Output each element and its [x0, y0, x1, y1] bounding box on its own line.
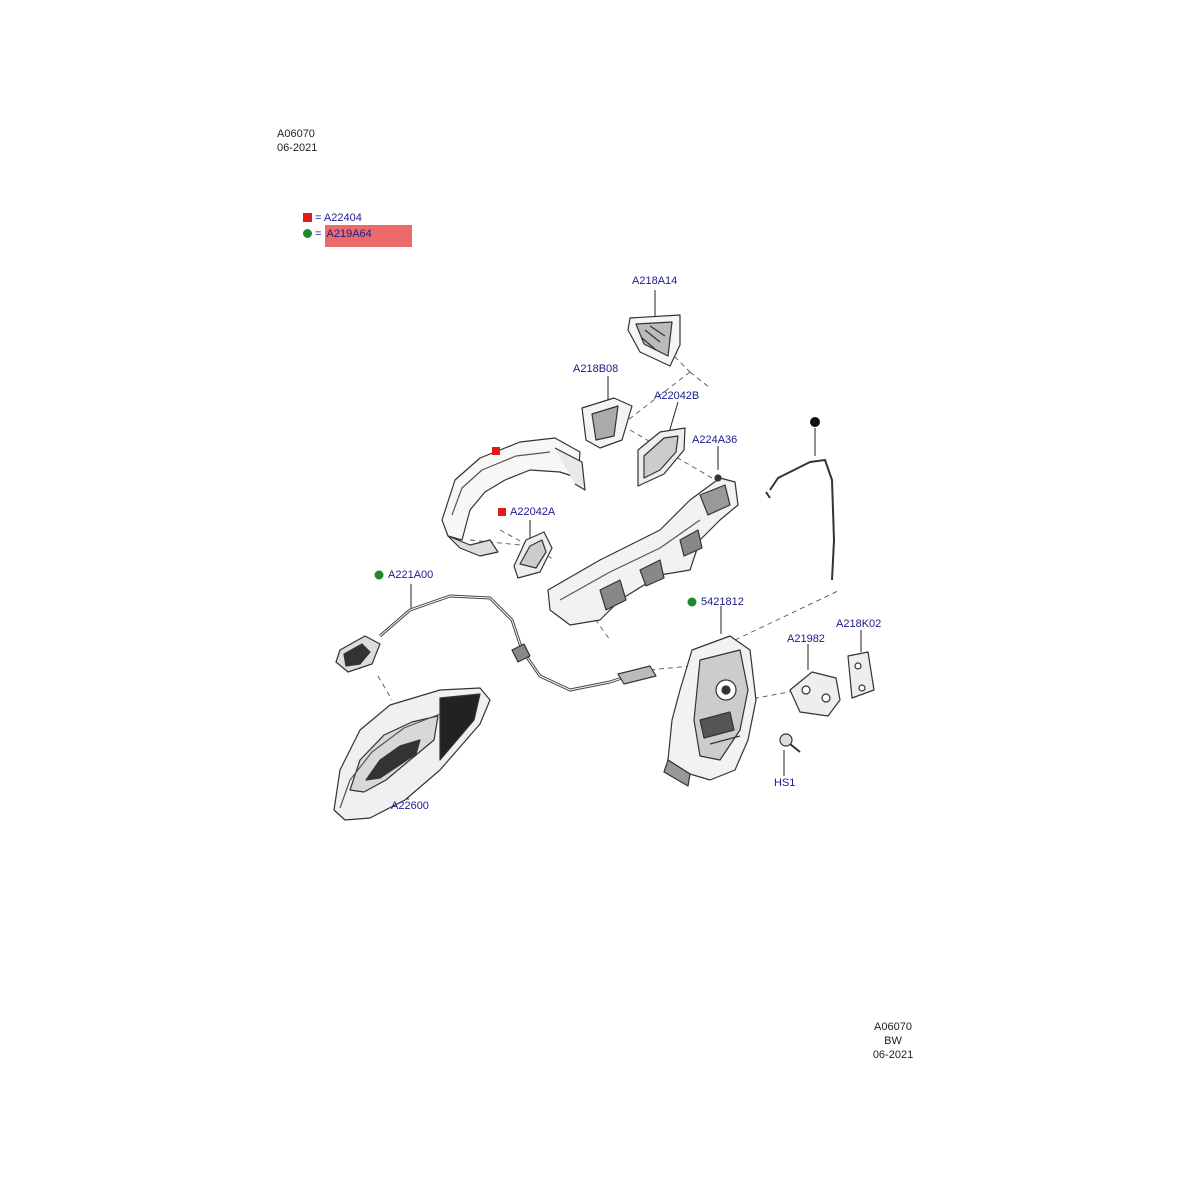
red-square-icon	[303, 213, 312, 222]
legend-row-green: = A219A64	[303, 225, 412, 247]
part-label-5421812[interactable]: 5421812	[701, 596, 744, 608]
part-label-a218a14[interactable]: A218A14	[632, 275, 678, 287]
footer-block: A06070 BW 06-2021	[866, 1020, 920, 1062]
header-date: 06-2021	[277, 142, 318, 154]
legend-part-a219a64-highlighted[interactable]: A219A64	[324, 225, 412, 247]
legend-row-red: = A22404	[303, 212, 362, 224]
part-label-a218k02[interactable]: A218K02	[836, 618, 882, 630]
footer-date: 06-2021	[872, 1049, 914, 1061]
green-circle-icon	[374, 570, 384, 580]
part-label-a221a00[interactable]: A221A00	[388, 569, 434, 581]
green-circle-icon	[303, 229, 312, 238]
red-square-icon	[492, 447, 500, 455]
part-label-a22042b[interactable]: A22042B	[654, 390, 700, 402]
part-label-a224a36[interactable]: A224A36	[692, 434, 738, 446]
legend-part-a22404[interactable]: A22404	[323, 212, 362, 224]
part-label-a21982[interactable]: A21982	[787, 633, 825, 645]
part-label-a218b08[interactable]: A218B08	[573, 363, 619, 375]
green-circle-icon	[687, 597, 697, 607]
footer-author: BW	[884, 1035, 902, 1047]
header-block: A06070 06-2021	[277, 127, 317, 155]
part-label-hs1[interactable]: HS1	[774, 777, 796, 789]
red-square-icon	[498, 508, 506, 516]
legend-eq: =	[315, 212, 322, 224]
part-label-a22600[interactable]: A22600	[391, 800, 429, 812]
footer-code: A06070	[874, 1021, 912, 1033]
header-code: A06070	[277, 128, 315, 140]
legend-eq: =	[315, 228, 322, 240]
part-label-a22042a[interactable]: A22042A	[510, 506, 556, 518]
